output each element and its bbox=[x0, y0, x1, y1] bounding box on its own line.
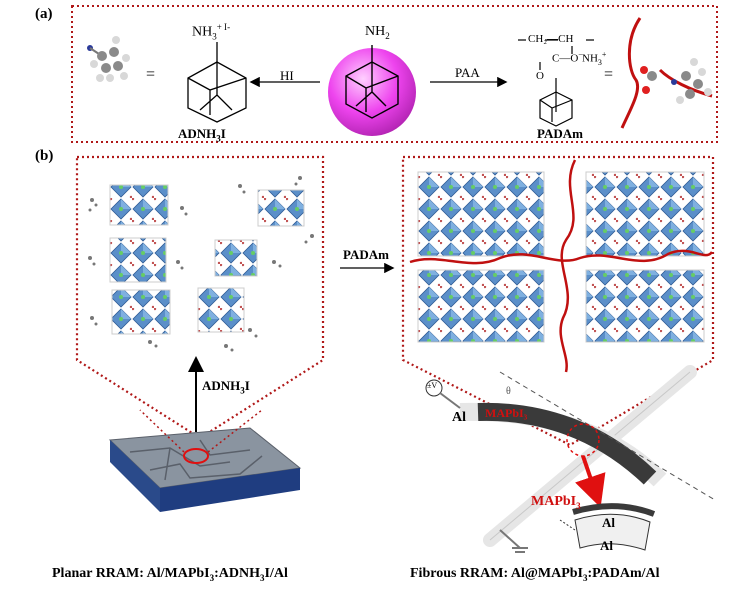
left-perovskite-clusters bbox=[109, 184, 305, 335]
mapbi-fiber-label: MAPbI₃ bbox=[485, 406, 528, 420]
left-molecule-model bbox=[87, 36, 130, 82]
electrode-al-left: Al bbox=[452, 410, 466, 425]
vertical-arrow-label: ADNH3I bbox=[202, 378, 250, 396]
planar-device bbox=[108, 427, 302, 512]
polymer-chain-label: CH₂—CH bbox=[528, 33, 574, 45]
mapbi-callout-label: MAPbI3 bbox=[531, 494, 581, 511]
center-adamantane bbox=[345, 45, 399, 119]
transition-padam-label: PADAm bbox=[343, 247, 389, 262]
fibrous-device bbox=[425, 365, 716, 553]
right-callout-frame bbox=[401, 155, 715, 447]
callout-al-top: Al bbox=[602, 515, 615, 530]
caption-planar-rram: Planar RRAM: Al/MAPbI3:ADNH3I/Al bbox=[52, 566, 288, 583]
right-perovskite-blocks bbox=[417, 171, 705, 343]
left-equals-sign: = bbox=[146, 66, 156, 83]
polymer-chains bbox=[409, 159, 714, 373]
panel-a-label: (a) bbox=[35, 6, 53, 22]
polymer-carbonyl-label: C—O− bbox=[552, 50, 583, 65]
panel-b-label: (b) bbox=[35, 148, 54, 164]
angle-theta: θ bbox=[506, 386, 511, 397]
caption-fibrous-rram: Fibrous RRAM: Al@MAPbI3:PADAm/Al bbox=[410, 566, 660, 583]
polymer-amine-label: NH3+ bbox=[582, 50, 607, 67]
polymer-oxygen-label: O bbox=[536, 70, 544, 82]
right-molecule-model bbox=[620, 17, 713, 129]
compound-name-adnh3i: ADNH3I bbox=[178, 126, 226, 144]
left-salt-formula: NH3+ I- bbox=[192, 22, 231, 42]
reagent-paa-label: PAA bbox=[455, 65, 480, 80]
reagent-hi-label: HI bbox=[280, 68, 294, 83]
compound-name-padam: PADAm bbox=[537, 126, 583, 141]
left-callout-frame bbox=[75, 155, 325, 440]
left-adamantane bbox=[187, 42, 247, 123]
voltage-symbol: ±V bbox=[427, 381, 438, 390]
left-organic-cations bbox=[88, 176, 314, 352]
center-amine-label: NH2 bbox=[365, 24, 390, 41]
callout-al-bottom: Al bbox=[600, 538, 613, 553]
right-equals-sign: = bbox=[604, 66, 614, 83]
polymer-structure bbox=[518, 39, 594, 127]
